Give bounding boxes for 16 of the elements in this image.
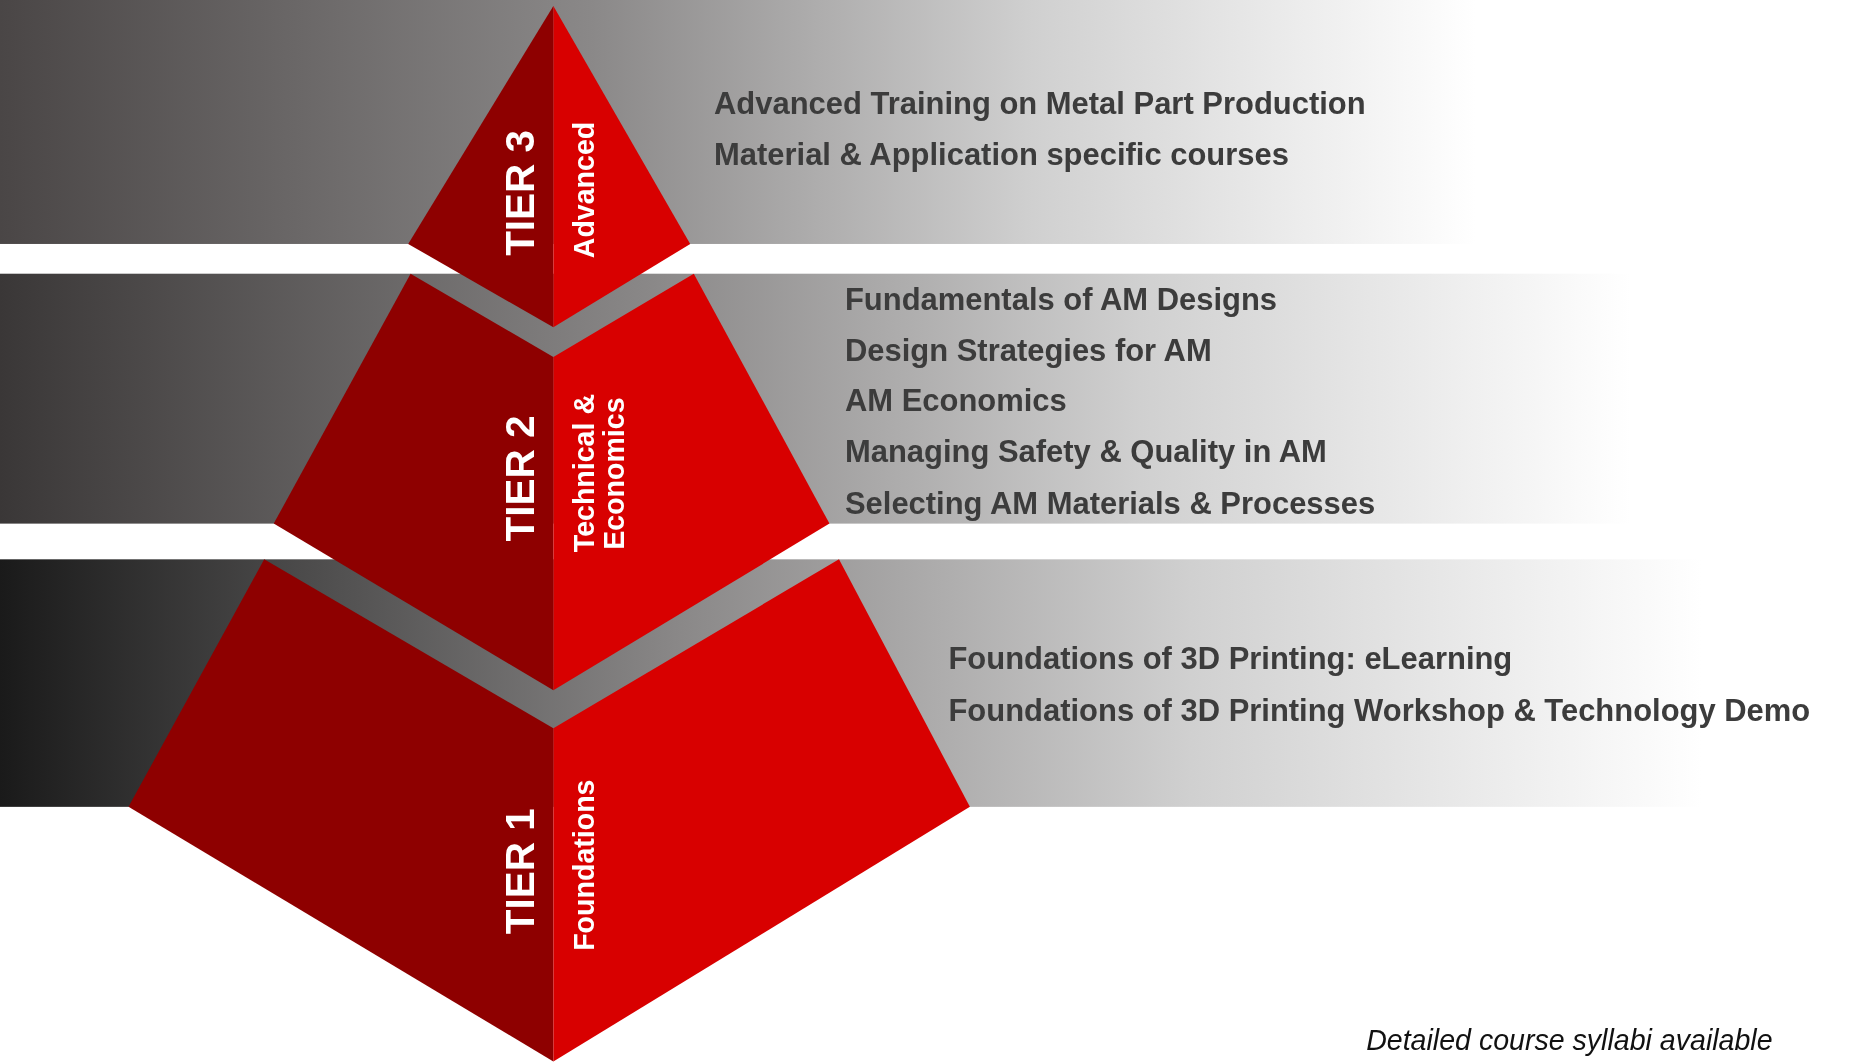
- course-title: Foundations of 3D Printing Workshop & Technology Demo: [948, 692, 1811, 729]
- course-title: Fundamentals of AM Designs: [844, 281, 1277, 319]
- course-title: Material & Application specific courses: [714, 136, 1289, 174]
- course-title: AM Economics: [844, 382, 1067, 420]
- tier-name: Foundations: [568, 779, 599, 954]
- tier-label: TIER 3: [499, 129, 543, 259]
- course-title: Managing Safety & Quality in AM: [844, 433, 1327, 471]
- caption: Detailed course syllabi available: [1366, 1023, 1773, 1057]
- course-title: Foundations of 3D Printing: eLearning: [948, 640, 1513, 678]
- course-title: Selecting AM Materials & Processes: [844, 484, 1376, 522]
- tier-name: Technical & Economics: [568, 392, 629, 554]
- course-title: Advanced Training on Metal Part Production: [714, 85, 1366, 122]
- tier-name: Advanced: [568, 121, 599, 261]
- tier-label: TIER 2: [499, 415, 543, 544]
- course-title: Design Strategies for AM: [844, 332, 1212, 370]
- tier-label: TIER 1: [499, 807, 543, 937]
